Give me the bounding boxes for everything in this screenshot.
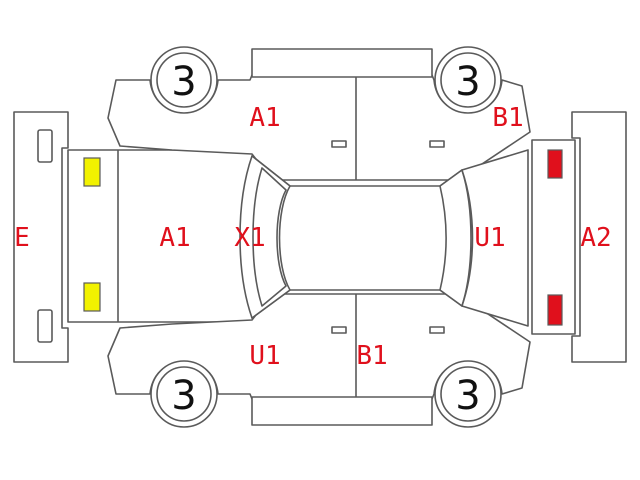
- rear-bumper-inner: [531, 139, 576, 335]
- lower-rear-door-handle: [429, 326, 445, 334]
- label-hood: A1: [159, 223, 190, 253]
- taillight-top: [547, 149, 563, 179]
- tire-front-left-grade: 3: [171, 59, 196, 105]
- tire-front-right-grade: 3: [171, 373, 196, 419]
- tire-front-right: 3: [150, 360, 218, 428]
- front-bumper-slot-bottom: [37, 309, 53, 343]
- windshield: [239, 155, 291, 319]
- front-bumper-slot-top: [37, 129, 53, 163]
- label-front-bumper: E: [14, 223, 30, 253]
- headlight-top: [83, 157, 101, 187]
- tire-front-left: 3: [150, 46, 218, 114]
- rear-bumper-panel: [571, 111, 627, 363]
- upper-rear-door-handle: [429, 140, 445, 148]
- upper-front-door-handle: [331, 140, 347, 148]
- front-bumper-panel: [13, 111, 69, 363]
- label-rear-bumper: A2: [580, 223, 611, 253]
- rear-hatch: [461, 149, 529, 327]
- tire-rear-left: 3: [434, 46, 502, 114]
- label-left-side-top: A1: [249, 103, 280, 133]
- label-rear-fender: B1: [492, 103, 523, 133]
- tire-rear-right: 3: [434, 360, 502, 428]
- taillight-bottom: [547, 294, 563, 326]
- headlight-bottom: [83, 282, 101, 312]
- label-side-front-bottom: U1: [249, 341, 280, 371]
- label-rear-window: U1: [474, 223, 505, 253]
- windshield-inner: [252, 167, 287, 307]
- lower-roof-strip: [251, 396, 433, 426]
- label-front-pillar: X1: [234, 223, 265, 253]
- tire-rear-right-grade: 3: [455, 373, 480, 419]
- tire-rear-left-grade: 3: [455, 59, 480, 105]
- upper-roof-strip: [251, 48, 433, 78]
- lower-front-door-handle: [331, 326, 347, 334]
- label-side-rear-bottom: B1: [356, 341, 387, 371]
